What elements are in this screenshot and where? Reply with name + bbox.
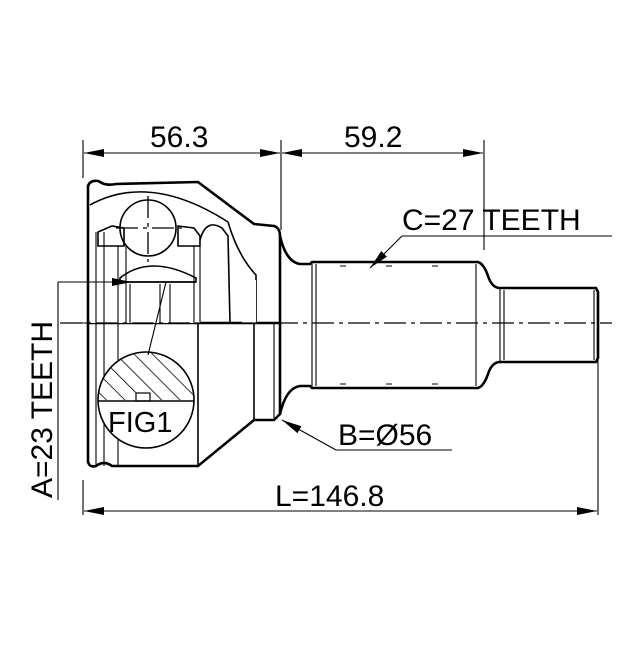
housing-length-label: 56.3 [150,121,208,154]
shaft [278,235,600,415]
leaders [57,235,612,500]
inner-spline-label: A=23 TEETH [26,321,59,498]
outer-diameter-label: B=Ø56 [338,419,432,452]
total-length-label: L=146.8 [275,480,384,513]
outer-spline-label: C=27 TEETH [402,204,581,237]
shaft-length-label: 59.2 [344,121,402,154]
housing-section [86,179,282,325]
fig1-label: FIG1 [108,407,172,439]
